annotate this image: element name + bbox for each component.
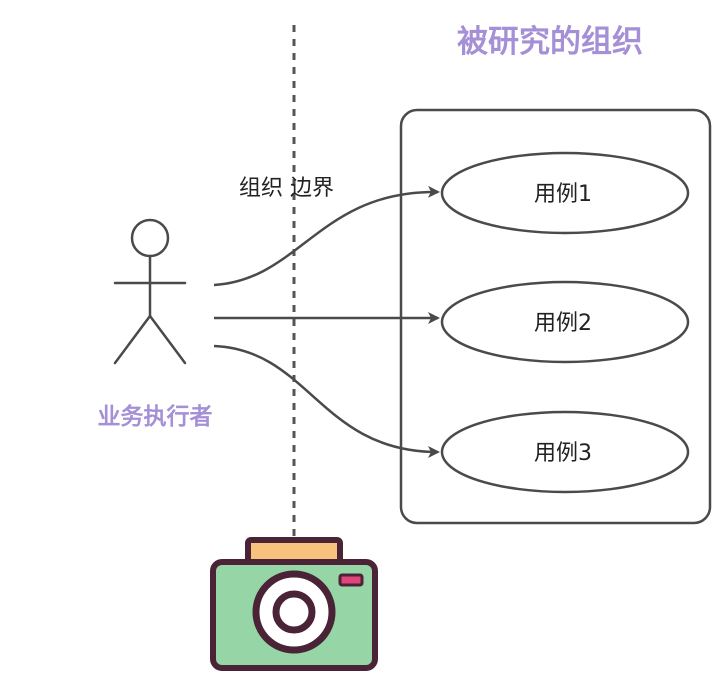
use-case-label: 用例1	[534, 182, 592, 207]
association-arrow-1	[213, 185, 440, 287]
use-case-ellipse	[440, 151, 690, 235]
use-case-label: 用例3	[534, 441, 592, 466]
boundary-label: 组织 边界	[239, 176, 334, 201]
association-arrow-3	[213, 344, 440, 458]
actor-label: 业务执行者	[98, 403, 213, 430]
organization-title: 被研究的组织	[457, 24, 643, 60]
use-case-2[interactable]: 用例2	[440, 280, 690, 364]
camera-icon	[210, 537, 378, 671]
use-case-label: 用例2	[534, 311, 592, 336]
use-case-ellipse	[440, 280, 690, 364]
use-case-3[interactable]: 用例3	[440, 410, 690, 494]
use-case-1[interactable]: 用例1	[440, 151, 690, 235]
stick-figure-icon	[113, 218, 187, 365]
use-case-ellipse	[440, 410, 690, 494]
system-boundary-box	[399, 108, 712, 525]
